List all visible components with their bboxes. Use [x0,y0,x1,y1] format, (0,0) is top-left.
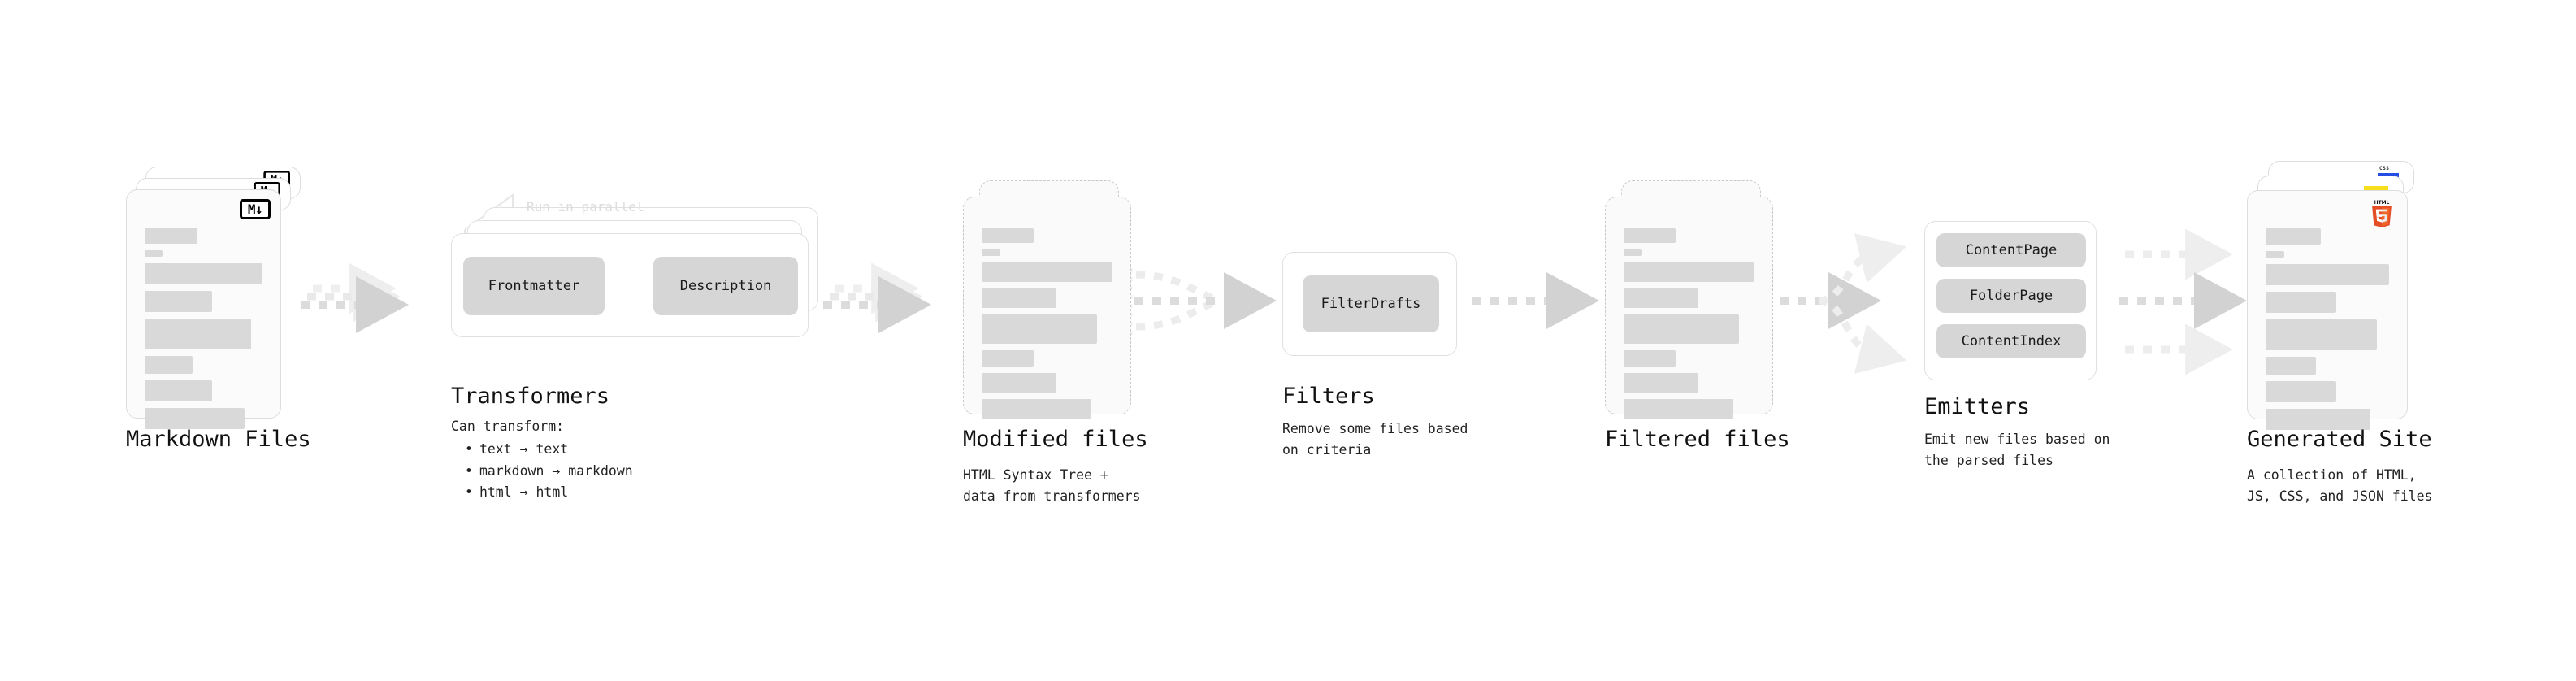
doc-bar [145,250,163,257]
css-icon: CSS [2378,166,2399,177]
html5-icon: HTML [2372,200,2392,227]
doc-bar [145,356,193,374]
doc-bar [2266,381,2336,402]
stage-subtitle-filters: Remove some files based on criteria [1282,421,1468,458]
stage-title-transformers: Transformers [451,384,610,409]
doc-bar [145,263,262,284]
stage-title-markdown-files: Markdown Files [126,427,311,452]
modified-file-stack [963,180,1134,419]
doc-bar [1624,399,1734,419]
doc-bar [145,408,245,429]
stage-subtitle-modified-files: HTML Syntax Tree + data from transformer… [963,467,1141,504]
markdown-icon: M↓ [240,199,271,219]
filter-chip-filterdrafts[interactable]: FilterDrafts [1303,275,1439,332]
emitter-chip-contentindex[interactable]: ContentIndex [1936,324,2086,358]
doc-bar [145,228,198,244]
doc-bar [1624,262,1754,282]
stage-title-generated-site: Generated Site [2247,427,2432,452]
connector-md-to-transformers [301,262,409,333]
stage-title-filters: Filters [1282,384,1375,409]
connector-modified-to-filters [1130,268,1277,335]
generated-site-file-stack: CSS HTML [2247,161,2422,430]
stage-markdown-files: M↓ M↓ M↓ [126,167,301,429]
doc-bar [2266,409,2371,430]
stage-title-emitters: Emitters [1924,394,2031,419]
doc-bar [1624,314,1739,344]
stage-title-modified-files: Modified files [963,427,1148,452]
doc-bar [982,262,1112,282]
filtered-file-stack [1605,180,1776,419]
transformer-box-front: Frontmatter Description [451,233,809,337]
stage-title-filtered-files: Filtered files [1605,427,1790,452]
doc-content-bars [1624,228,1754,425]
doc-content-bars [2266,228,2389,436]
emitters-box: ContentPage FolderPage ContentIndex [1924,221,2097,380]
doc-bar [145,291,212,312]
markdown-file-stack: M↓ M↓ M↓ [126,167,301,429]
doc-bar [1624,373,1698,393]
doc-bar [2266,357,2317,375]
transformers-bullet-item: markdown → markdown [465,461,633,482]
connector-filtered-to-emitters [1780,233,1907,374]
doc-bar [982,373,1056,393]
emitter-chip-folderpage[interactable]: FolderPage [1936,279,2086,313]
css-icon-label: CSS [2379,166,2390,171]
transformer-chip-frontmatter[interactable]: Frontmatter [463,257,605,315]
transformers-bullet-item: text → text [465,439,633,460]
connector-emitters-to-site [2119,228,2247,375]
stage-generated-site: CSS HTML [2247,161,2422,430]
doc-bar [2266,251,2284,258]
stage-filtered-files [1605,180,1776,419]
doc-bar [145,380,212,401]
doc-content-bars [982,228,1112,425]
stage-modified-files [963,180,1134,419]
markdown-icon-label: M↓ [247,201,263,217]
doc-bar [982,399,1092,419]
connector-transformers-to-modified [823,262,931,333]
doc-bar [2266,319,2377,350]
svg-text:HTML: HTML [2374,200,2390,206]
run-in-parallel-label: Run in parallel [527,199,644,215]
doc-bar [982,228,1034,243]
doc-bar [1624,249,1642,256]
transformers-bullets-lead: Can transform: [451,419,565,434]
doc-bar [982,288,1056,308]
stage-subtitle-generated-site: A collection of HTML, JS, CSS, and JSON … [2247,467,2433,504]
doc-bar [982,350,1034,367]
markdown-card-front: M↓ [126,189,281,429]
doc-bar [1624,228,1676,243]
transformers-bullets: Can transform: text → text markdown → ma… [451,416,633,504]
doc-bar [145,319,251,349]
doc-bar [2266,264,2389,285]
emitter-chip-contentpage[interactable]: ContentPage [1936,233,2086,267]
doc-bar [2266,228,2322,245]
stage-subtitle-emitters: Emit new files based on the parsed files [1924,432,2110,468]
transformers-bullet-list: text → text markdown → markdown html → h… [451,439,633,503]
doc-bar [2266,292,2336,313]
transformers-bullet-item: html → html [465,482,633,503]
doc-bar [982,314,1097,344]
doc-bar [982,249,1000,256]
modified-card-front [963,197,1131,419]
doc-bar [1624,350,1676,367]
doc-content-bars [145,228,262,436]
doc-bar [1624,288,1698,308]
site-card-front-html: HTML [2247,190,2408,430]
filtered-card-front [1605,197,1773,419]
transformer-chip-description[interactable]: Description [653,257,798,315]
filters-box: FilterDrafts [1282,252,1457,356]
